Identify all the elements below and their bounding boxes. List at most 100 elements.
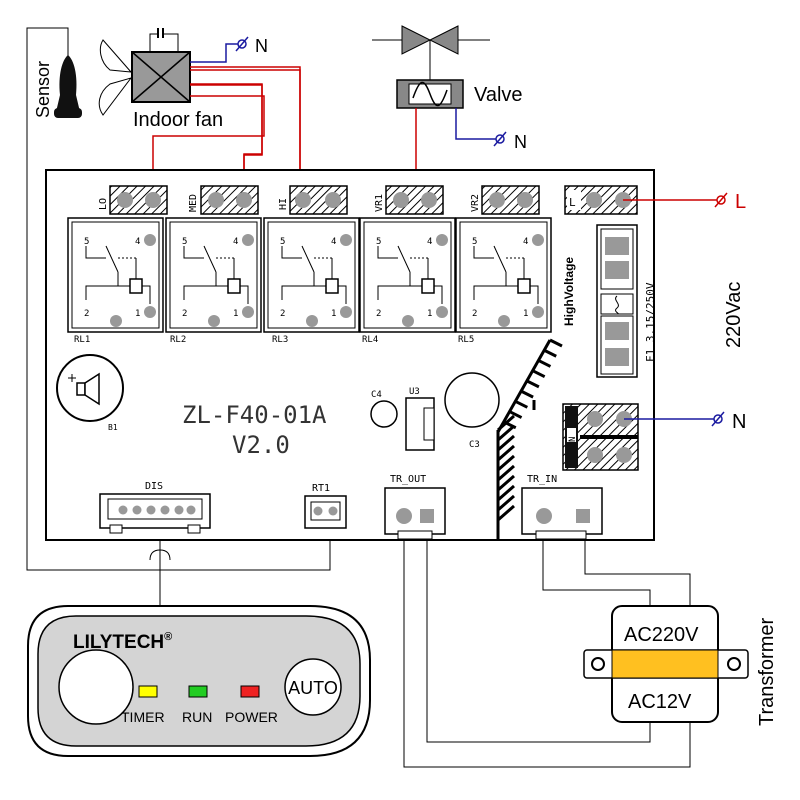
fan-neutral-label: N: [255, 36, 268, 56]
valve: [372, 25, 507, 195]
terminal-n: [562, 403, 639, 471]
relay-pin-5: 5: [376, 237, 381, 247]
chip-u3: [405, 397, 435, 451]
relays: 5 4 2 1 5 4 2 1 5 4 2 1 5 4 2 1 5 4 2 1: [67, 217, 552, 333]
relay-pin-5: 5: [84, 237, 89, 247]
relay-pin-4: 4: [427, 237, 432, 247]
terminal-lo: [109, 185, 168, 215]
led-timer-label: TIMER: [121, 709, 165, 725]
relay-pin-1: 1: [427, 309, 432, 319]
relay-pin-4: 4: [233, 237, 238, 247]
led-power-label: POWER: [225, 709, 278, 725]
panel-cables: [149, 540, 331, 610]
dis-label: DIS: [145, 481, 163, 492]
line-label: L: [735, 191, 746, 213]
relay-pin-1: 1: [135, 309, 140, 319]
led-run-label: RUN: [182, 709, 212, 725]
terminal-lo-label: LO: [98, 198, 109, 210]
relay-pin-2: 2: [280, 309, 285, 319]
c3-label: C3: [469, 440, 480, 450]
led-run: [188, 685, 208, 698]
transformer-primary-label: AC220V: [624, 624, 699, 646]
transformer-cables: [403, 540, 691, 768]
terminal-vr1-label: VR1: [374, 194, 385, 212]
relay-pin-5: 5: [280, 237, 285, 247]
terminal-vr1: [385, 185, 444, 215]
relay-rl5: 5 4 2 1: [455, 217, 552, 333]
terminal-med: [200, 185, 259, 215]
c4-label: C4: [371, 390, 382, 400]
relay-rl3: 5 4 2 1: [263, 217, 360, 333]
relay-pin-1: 1: [331, 309, 336, 319]
terminal-hi: [289, 185, 348, 215]
tr-out-label: TR_OUT: [390, 474, 426, 485]
isolation-barrier-ticks: [497, 338, 563, 522]
rt1-label: RT1: [312, 483, 330, 494]
neutral-supply-wire: [624, 411, 725, 427]
sensor: [26, 27, 160, 571]
terminal-vr2: [481, 185, 540, 215]
relay-pin-2: 2: [182, 309, 187, 319]
line-supply-wire: [623, 192, 728, 208]
relay-label-rl5: RL5: [458, 335, 474, 345]
valve-label: Valve: [474, 84, 523, 106]
relay-pin-1: 1: [523, 309, 528, 319]
terminal-med-label: MED: [188, 194, 199, 212]
transformer-secondary-label: AC12V: [628, 691, 692, 713]
indoor-fan-label: Indoor fan: [133, 109, 223, 131]
relay-rl4: 5 4 2 1: [359, 217, 456, 333]
connector-tr-in: [521, 487, 603, 540]
board-model: ZL-F40-01A: [182, 401, 327, 429]
auto-button-label: AUTO: [288, 678, 338, 698]
tr-in-label: TR_IN: [527, 474, 557, 485]
board-version: V2.0: [232, 431, 290, 459]
buzzer-b1: [56, 354, 124, 422]
connector-dis: [99, 493, 211, 534]
relay-pin-4: 4: [523, 237, 528, 247]
supply-voltage-label: 220Vac: [723, 282, 745, 348]
relay-pin-2: 2: [376, 309, 381, 319]
transformer: [583, 605, 749, 723]
relay-label-rl2: RL2: [170, 335, 186, 345]
terminal-hi-label: HI: [278, 198, 289, 210]
sensor-label: Sensor: [33, 61, 53, 118]
u3-label: U3: [409, 387, 420, 397]
capacitor-c3: [444, 372, 500, 428]
led-power: [240, 685, 260, 698]
neutral-label: N: [732, 411, 746, 433]
brand-name: LILYTECH: [73, 632, 164, 653]
relay-pin-2: 2: [472, 309, 477, 319]
relay-pin-1: 1: [233, 309, 238, 319]
indoor-fan: [98, 28, 301, 195]
connector-rt1: [304, 495, 347, 529]
connector-tr-out: [384, 487, 446, 540]
relay-pin-5: 5: [472, 237, 477, 247]
terminal-l-label: L: [569, 196, 576, 209]
relay-pin-4: 4: [331, 237, 336, 247]
fuse-f1: [596, 224, 638, 378]
brand-mark: ®: [164, 631, 172, 643]
panel-brand: LILYTECH®: [73, 631, 172, 653]
relay-pin-5: 5: [182, 237, 187, 247]
high-voltage-label: HighVoltage: [562, 257, 576, 326]
terminal-vr2-label: VR2: [470, 194, 481, 212]
relay-rl1: 5 4 2 1: [67, 217, 164, 333]
auto-button[interactable]: AUTO: [284, 658, 342, 716]
relay-label-rl4: RL4: [362, 335, 378, 345]
relay-pin-4: 4: [135, 237, 140, 247]
transformer-label: Transformer: [756, 617, 778, 726]
relay-label-rl1: RL1: [74, 335, 90, 345]
terminal-n-label: N: [568, 437, 578, 442]
panel-left-button[interactable]: [58, 649, 134, 725]
valve-neutral-label: N: [514, 132, 527, 152]
lo-speed-wire: [152, 95, 265, 195]
relay-pin-2: 2: [84, 309, 89, 319]
fuse-label: F1 3.15/250V: [644, 282, 657, 362]
relay-label-rl3: RL3: [272, 335, 288, 345]
led-timer: [138, 685, 158, 698]
buzzer-label: B1: [108, 423, 118, 432]
fan-speed-wires: [190, 66, 301, 195]
capacitor-c4: [370, 400, 398, 428]
relay-rl2: 5 4 2 1: [165, 217, 262, 333]
